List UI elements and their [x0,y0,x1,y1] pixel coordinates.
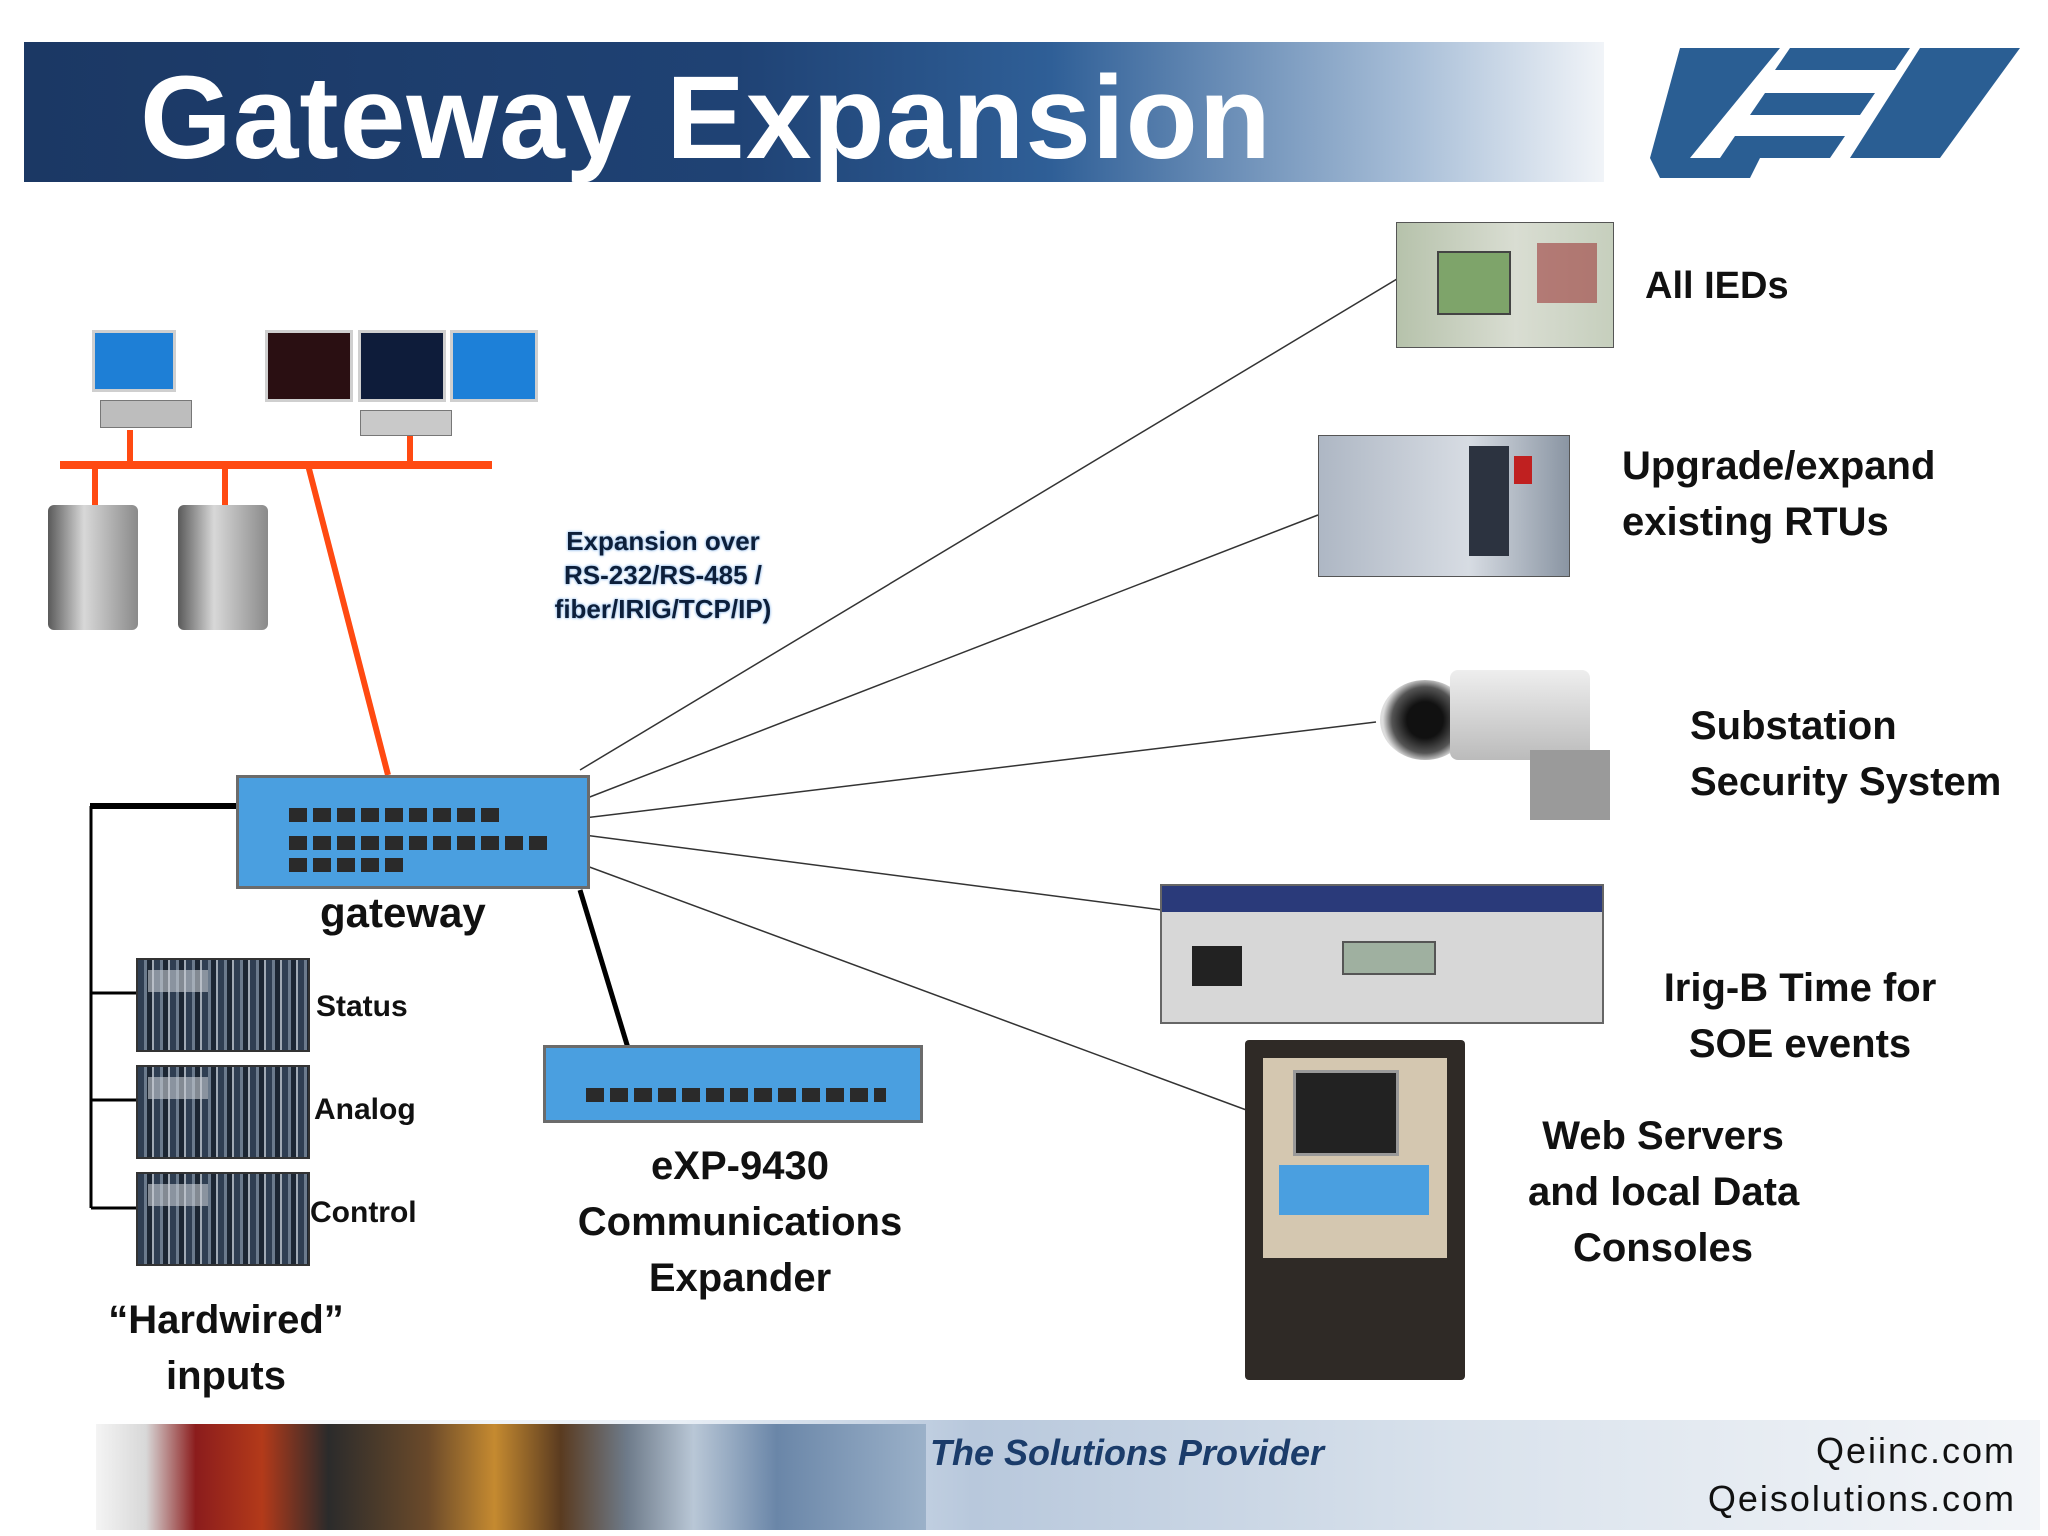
expansion-note: Expansion over RS-232/RS-485 / fiber/IRI… [554,526,772,624]
ied-image [1396,222,1614,348]
keyboard-icon [100,400,192,428]
footer-site-qeiinc[interactable]: Qeiinc.com [1815,1430,2016,1471]
all-ieds-label: All IEDs [1645,265,1789,307]
slide-title: Gateway Expansion [140,52,1272,184]
web-console-image [1245,1040,1465,1380]
display-monitor-1 [265,330,353,402]
control-label: Control [310,1196,417,1229]
server-icon [178,505,268,630]
status-label: Status [316,990,408,1023]
gateway-device [236,775,590,889]
title-bar [24,42,1604,182]
analog-label: Analog [314,1093,416,1126]
qei-logo [1650,48,2020,178]
security-camera-image [1380,640,1640,820]
rtu-image [1318,435,1570,577]
control-input-card [136,1172,310,1266]
server-icon [48,505,138,630]
web-servers-label: Web Servers and local Data Consoles [1528,1114,1800,1270]
display-monitor-2 [358,330,446,402]
expander-label: eXP-9430 Communications Expander [577,1144,903,1300]
exp-9430-device [543,1045,923,1123]
gateway-label: gateway [320,889,486,936]
hardwired-inputs-label: “Hardwired” inputs [108,1298,344,1398]
workstation-monitor [92,330,176,396]
irig-b-label: Irig-B Time for SOE events [1663,966,1937,1066]
keyboard-icon [360,410,452,436]
status-input-card [136,958,310,1052]
analog-input-card [136,1065,310,1159]
footer-site-qeisolutions[interactable]: Qeisolutions.com [1707,1478,2016,1519]
rtu-label: Upgrade/expand existing RTUs [1622,444,1936,544]
security-label: Substation Security System [1690,704,2002,804]
display-monitor-3 [450,330,538,402]
footer-tagline: The Solutions Provider [930,1432,1325,1473]
footer-photo-strip [96,1424,926,1530]
irig-b-clock-image [1160,884,1604,1024]
